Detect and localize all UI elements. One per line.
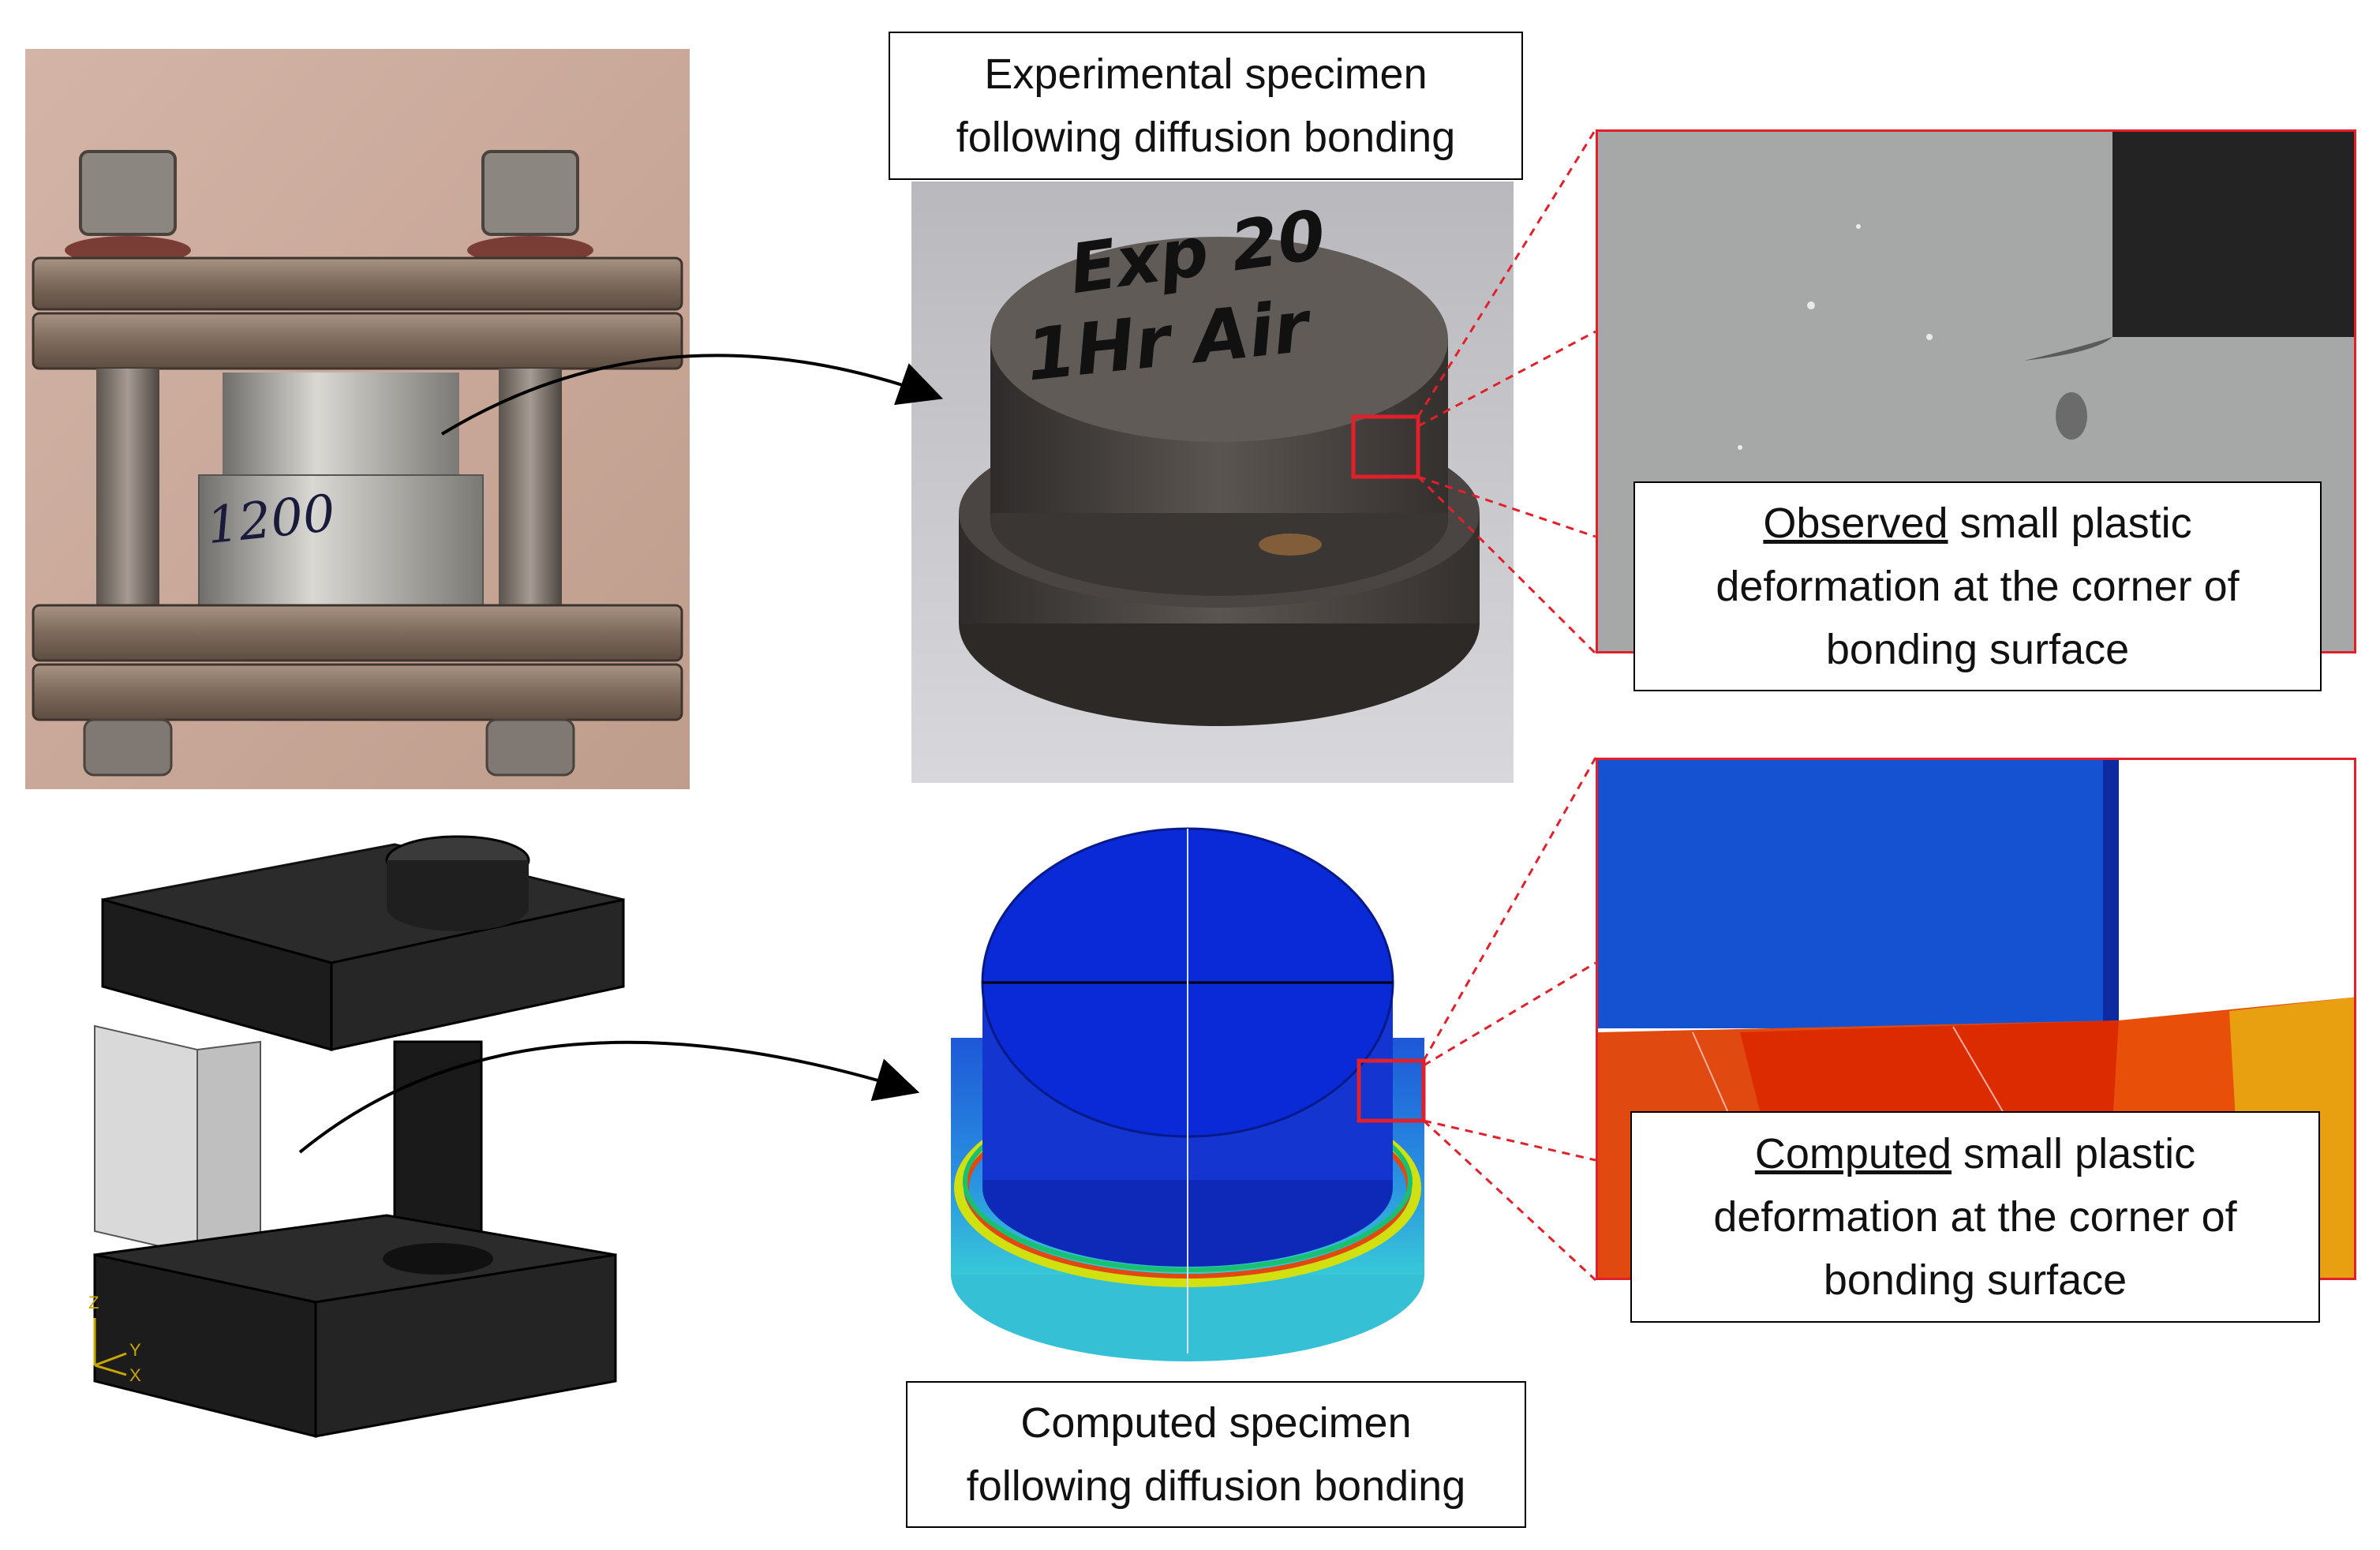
observed-caption-line1: Observed small plastic (1635, 492, 2320, 555)
top-specimen-caption: Experimental specimen following diffusio… (889, 32, 1523, 180)
observed-caption-line2: deformation at the corner of (1716, 563, 2240, 610)
computed-keyword: Computed (1754, 1130, 1952, 1177)
computed-caption-line1: Computed small plastic (1632, 1122, 2318, 1185)
fea-specimen (935, 817, 1440, 1369)
fixture-photo: 1200 (25, 49, 690, 789)
axis-z-label: Z (88, 1293, 99, 1312)
computed-line1-rest: small plastic (1952, 1130, 2196, 1177)
computed-caption: Computed small plastic deformation at th… (1630, 1111, 2320, 1323)
observed-caption-line3: bonding surface (1825, 626, 2130, 673)
observed-line1-rest: small plastic (1948, 500, 2192, 547)
axis-y-label: Y (129, 1340, 141, 1360)
bottom-caption-line1: Computed specimen (1020, 1399, 1412, 1447)
computed-caption-line2: deformation at the corner of (1713, 1193, 2237, 1241)
top-caption-line2: following diffusion bonding (956, 114, 1456, 161)
top-caption-line1: Experimental specimen (984, 51, 1428, 98)
observed-caption: Observed small plastic deformation at th… (1633, 481, 2322, 691)
observed-keyword: Observed (1763, 500, 1948, 547)
bottom-specimen-caption: Computed specimen following diffusion bo… (906, 1381, 1526, 1528)
axis-triad (93, 1318, 127, 1376)
specimen-photo: Exp 20 1Hr Air (911, 182, 1514, 783)
axis-x-label: X (129, 1365, 141, 1385)
fixture-cad-model: Z Y X (79, 813, 647, 1460)
bottom-caption-line2: following diffusion bonding (966, 1462, 1466, 1510)
computed-caption-line3: bonding surface (1823, 1256, 2127, 1304)
